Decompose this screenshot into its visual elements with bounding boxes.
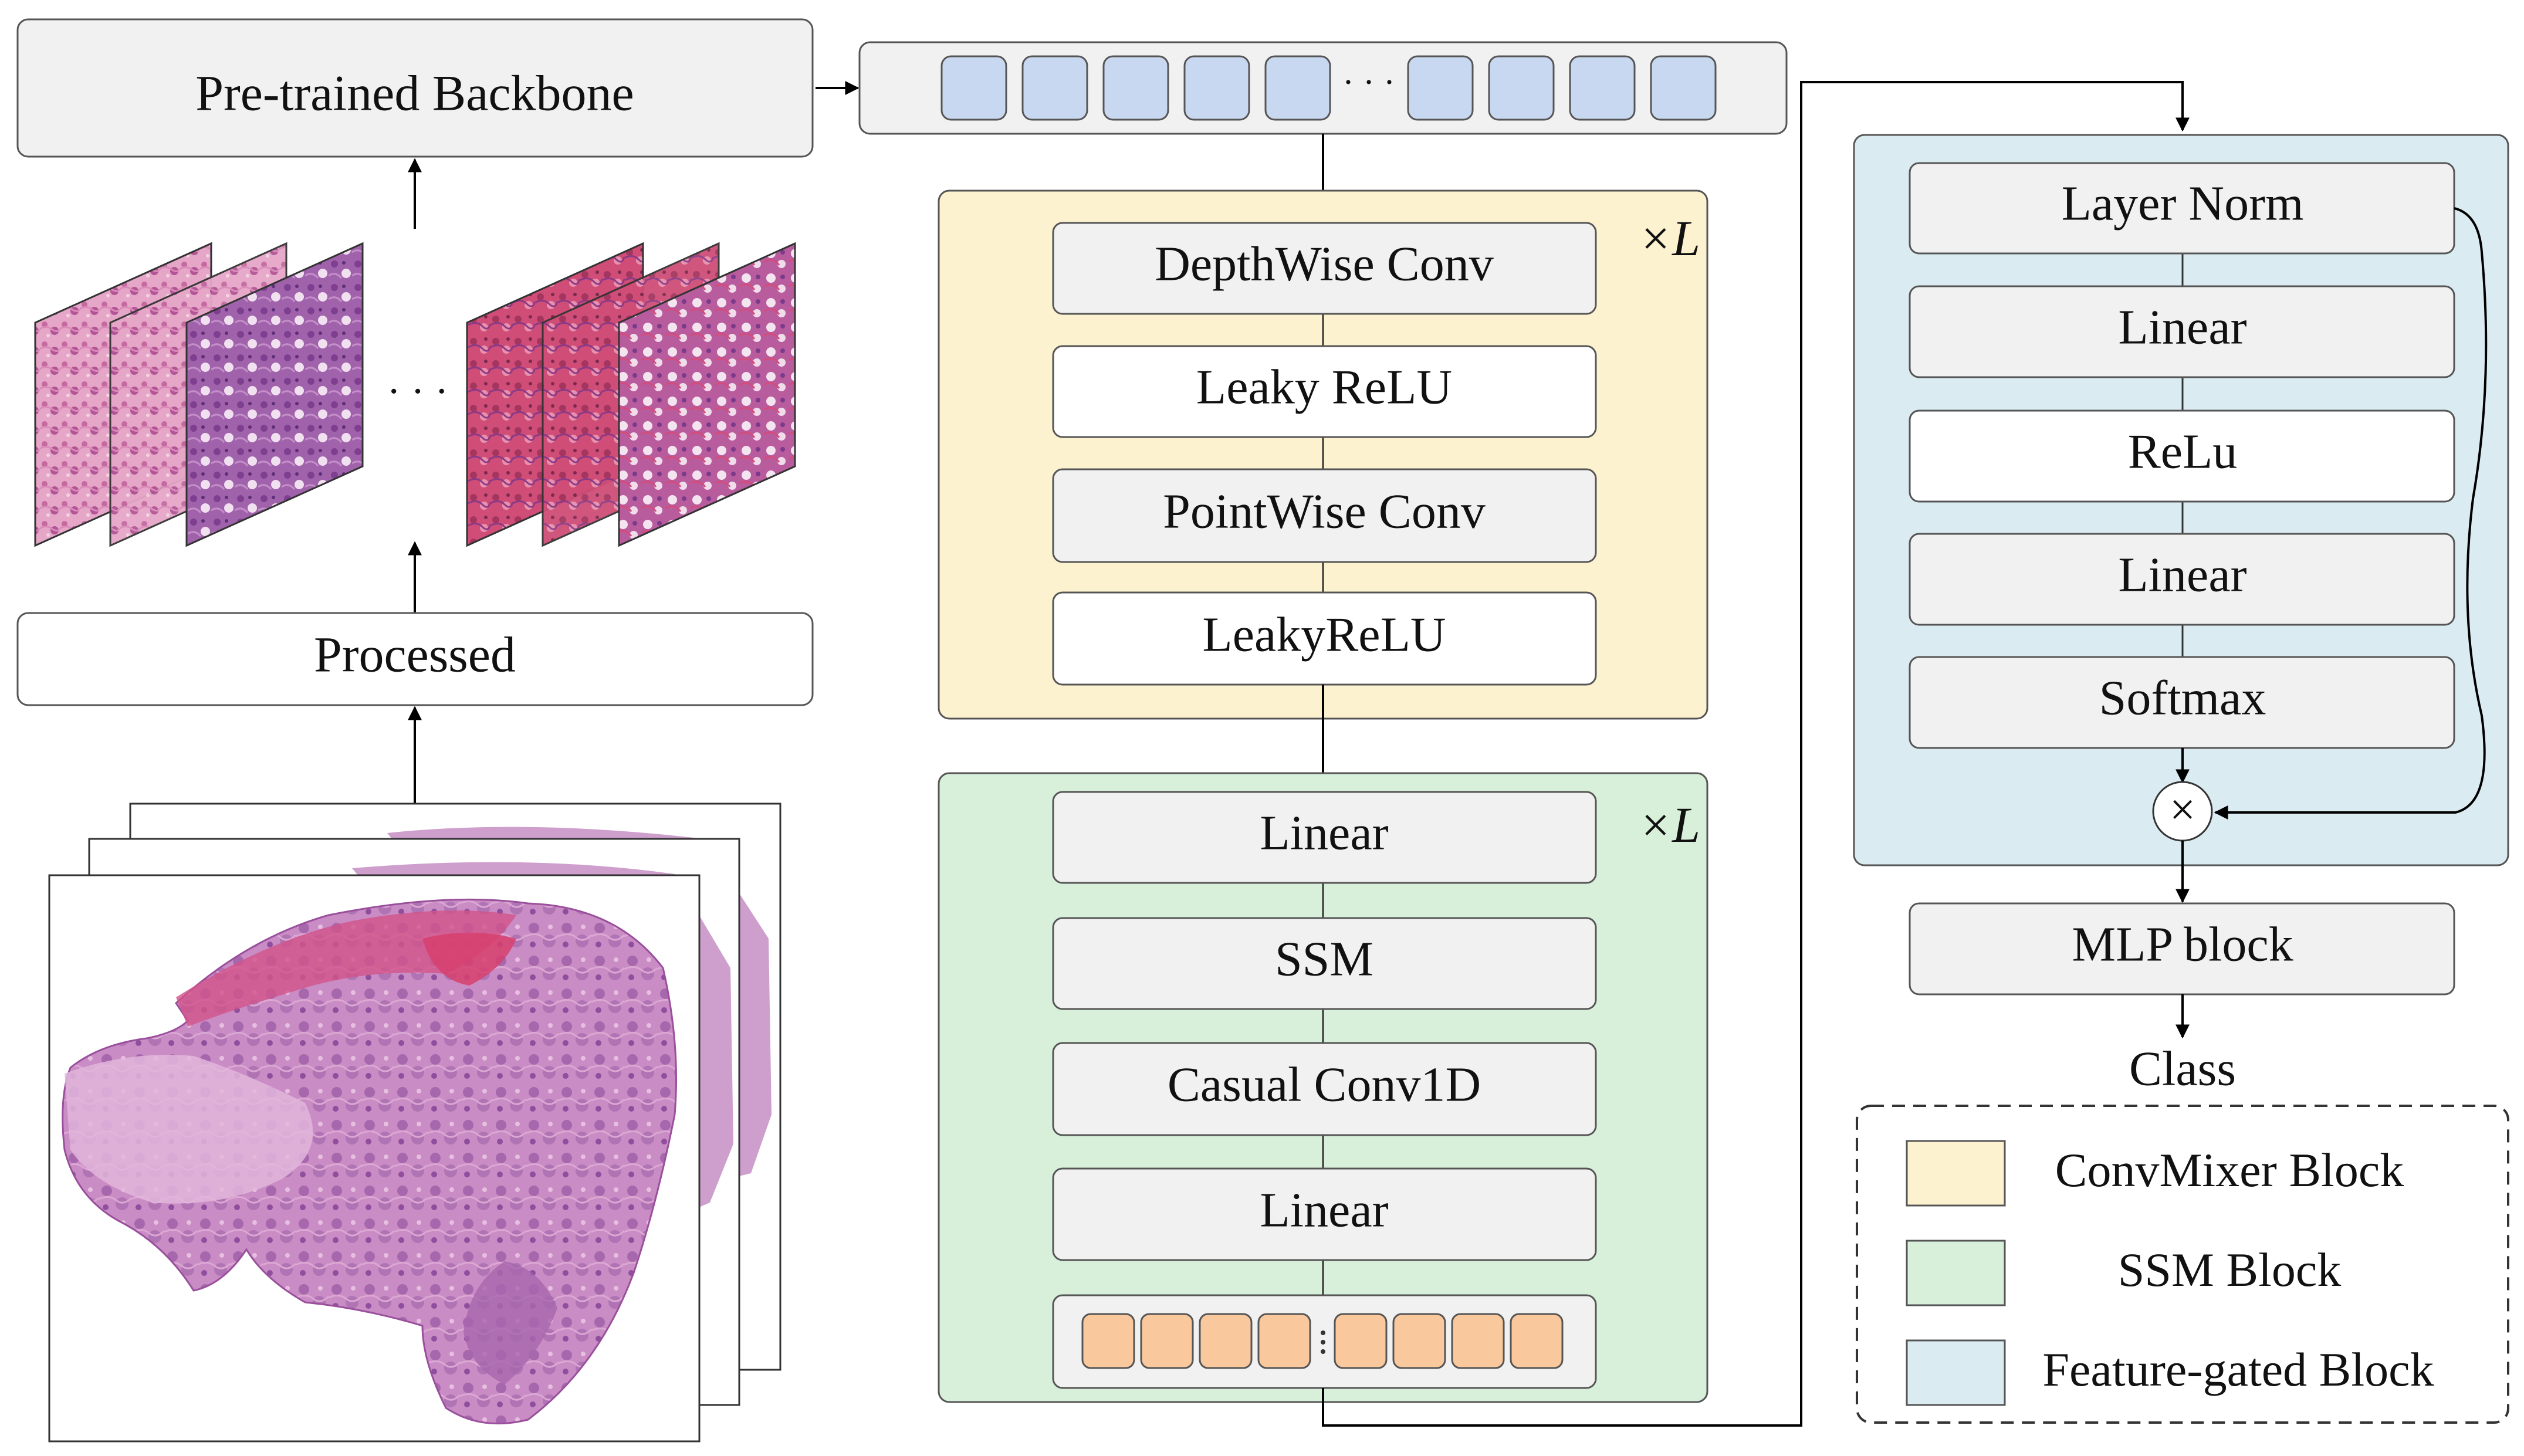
layer-label: Linear — [1260, 1183, 1388, 1237]
patch-ellipsis: · · · — [387, 369, 449, 414]
gate-linear-1-layer — [1909, 285, 2455, 378]
legend-swatch — [1906, 1339, 2006, 1406]
backbone-box: Pre-trained Backbone — [16, 18, 814, 158]
multiply-symbol: × — [2170, 784, 2195, 835]
convmixer-block: ×L DepthWise Conv Leaky ReLU PointWise C… — [938, 189, 1708, 720]
output-token — [1334, 1313, 1388, 1369]
leaky-relu-layer — [1052, 345, 1597, 438]
layer-label: Linear — [2118, 547, 2246, 602]
feature-token — [1183, 55, 1250, 121]
ssm-layer — [1052, 917, 1597, 1010]
legend-item-feature-gated: Feature-gated Block — [1906, 1339, 2434, 1406]
feature-token — [1102, 55, 1169, 121]
output-token — [1451, 1313, 1505, 1369]
layer-label: Softmax — [2099, 671, 2266, 725]
layer-label: DepthWise Conv — [1155, 236, 1494, 291]
layer-label: Layer Norm — [2062, 176, 2304, 231]
legend-item-ssm: SSM Block — [1906, 1240, 2342, 1306]
patch-tiles: · · · — [34, 242, 796, 547]
layer-label: LeakyReLU — [1202, 607, 1446, 662]
feature-token — [1021, 55, 1088, 121]
output-token — [1257, 1313, 1311, 1369]
gate-skip-connection — [2214, 207, 2488, 820]
pointwise-conv-layer — [1052, 468, 1597, 563]
output-token — [1081, 1313, 1135, 1369]
layer-label: ReLu — [2128, 424, 2238, 479]
ssm-linear-in-layer — [1052, 791, 1597, 884]
mlp-label: MLP block — [2072, 917, 2293, 971]
patch-tile-6 — [618, 242, 796, 547]
feature-token-bar: · · · — [858, 41, 1788, 135]
gate-linear-2-layer — [1909, 533, 2455, 626]
legend-label: ConvMixer Block — [2055, 1143, 2404, 1197]
layer-label: Linear — [1260, 805, 1388, 860]
layer-label: Linear — [2118, 300, 2246, 354]
whole-slide-images — [48, 803, 781, 1443]
feature-token — [1264, 55, 1331, 121]
legend-swatch — [1906, 1240, 2006, 1306]
ssm-repeat: ×L — [1638, 797, 1700, 853]
feature-token — [1488, 55, 1555, 121]
arrow-ssm-to-gate — [1322, 81, 2190, 1427]
depthwise-conv-layer — [1052, 222, 1597, 315]
ssm-block: ×L Linear SSM Casual Conv1D Linear — [938, 772, 1708, 1403]
mlp-block: MLP block — [1909, 902, 2455, 996]
legend-swatch — [1906, 1140, 2006, 1207]
patch-tile-3 — [185, 242, 364, 547]
layer-label: Leaky ReLU — [1196, 360, 1452, 414]
output-token — [1392, 1313, 1446, 1369]
layer-label: SSM — [1275, 932, 1373, 986]
legend: ConvMixer Block SSM Block Feature-gated … — [1856, 1105, 2509, 1424]
feature-token — [1569, 55, 1636, 121]
ssm-linear-out-layer — [1052, 1167, 1597, 1261]
feature-token — [1407, 55, 1474, 121]
feature-token — [1650, 55, 1717, 121]
class-label: Class — [2129, 1041, 2236, 1096]
feature-gated-block: Layer Norm Linear ReLu Linear Softmax × — [1853, 134, 2509, 866]
multiply-node: × — [2152, 781, 2213, 842]
layer-label: PointWise Conv — [1163, 484, 1486, 539]
relu-layer — [1909, 409, 2455, 503]
backbone-label: Pre-trained Backbone — [195, 65, 634, 121]
convmixer-repeat: ×L — [1638, 210, 1700, 266]
feature-token — [940, 55, 1007, 121]
legend-item-convmixer: ConvMixer Block — [1906, 1140, 2404, 1207]
processed-box: Processed — [16, 612, 814, 706]
legend-label: Feature-gated Block — [2042, 1343, 2434, 1396]
legend-label: SSM Block — [2118, 1243, 2342, 1296]
casual-conv1d-layer — [1052, 1042, 1597, 1136]
processed-label: Processed — [314, 627, 516, 683]
output-token — [1199, 1313, 1253, 1369]
output-token — [1510, 1313, 1564, 1369]
layer-label: Casual Conv1D — [1168, 1057, 1481, 1112]
leakyrelu-layer — [1052, 591, 1597, 686]
ssm-output-tokens — [1052, 1294, 1597, 1389]
output-token — [1140, 1313, 1194, 1369]
token-ellipsis: · · · — [1342, 63, 1395, 101]
